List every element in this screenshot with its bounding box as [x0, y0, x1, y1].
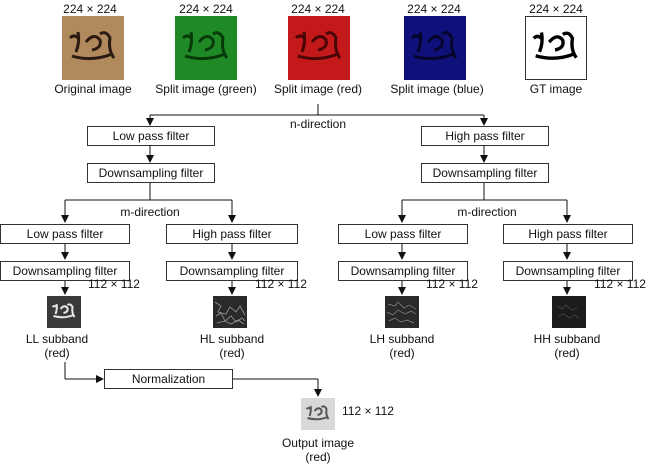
l2-hl-downsampling-filter: Downsampling filter: [166, 261, 298, 281]
hh-subband-image: [552, 296, 586, 328]
lh-subband-size: 112 × 112: [426, 277, 478, 291]
blue-split-image: [404, 16, 466, 80]
hh-subband-size: 112 × 112: [594, 277, 646, 291]
output-image: [301, 398, 335, 430]
m-direction-left-label: m-direction: [120, 205, 180, 219]
gt-size-label: 224 × 224: [529, 2, 583, 16]
lh-subband-image: [385, 296, 419, 328]
blue-size-label: 224 × 224: [407, 2, 461, 16]
ll-subband-label-sub: (red): [44, 346, 70, 360]
green-size-label: 224 × 224: [179, 2, 233, 16]
gt-image: [525, 16, 587, 80]
l1-low-pass-filter: Low pass filter: [87, 126, 215, 146]
original-image-label: Original image: [54, 82, 132, 96]
lh-subband-label: LH subband: [369, 332, 435, 346]
l2-left-high-pass-filter: High pass filter: [166, 224, 298, 244]
m-direction-right-label: m-direction: [457, 205, 517, 219]
l1-high-pass-filter: High pass filter: [421, 126, 549, 146]
ll-subband-image: [47, 296, 81, 328]
green-split-image: [175, 16, 237, 80]
l2-left-low-pass-filter: Low pass filter: [0, 224, 130, 244]
l1-left-downsampling-filter: Downsampling filter: [87, 163, 215, 183]
l2-hh-downsampling-filter: Downsampling filter: [503, 261, 633, 281]
hl-subband-size: 112 × 112: [255, 277, 307, 291]
l2-lh-downsampling-filter: Downsampling filter: [338, 261, 468, 281]
green-image-label: Split image (green): [155, 82, 257, 96]
original-size-label: 224 × 224: [63, 2, 117, 16]
ll-subband-label: LL subband: [25, 332, 89, 346]
red-size-label: 224 × 224: [291, 2, 345, 16]
hl-subband-label: HL subband: [199, 332, 265, 346]
red-image-label: Split image (red): [273, 82, 363, 96]
ll-subband-size: 112 × 112: [88, 277, 140, 291]
output-image-label-sub: (red): [305, 450, 331, 464]
red-split-image: [288, 16, 350, 80]
original-image: [62, 16, 124, 80]
hl-subband-label-sub: (red): [219, 346, 245, 360]
output-image-size: 112 × 112: [342, 404, 394, 418]
gt-image-label: GT image: [529, 82, 583, 96]
l2-right-high-pass-filter: High pass filter: [503, 224, 633, 244]
n-direction-label: n-direction: [289, 117, 347, 131]
lh-subband-label-sub: (red): [389, 346, 415, 360]
l2-right-low-pass-filter: Low pass filter: [338, 224, 468, 244]
normalization-box: Normalization: [104, 369, 233, 389]
blue-image-label: Split image (blue): [390, 82, 484, 96]
hh-subband-label: HH subband: [533, 332, 601, 346]
output-image-label: Output image: [281, 436, 355, 450]
l2-ll-downsampling-filter: Downsampling filter: [0, 261, 130, 281]
hl-subband-image: [213, 296, 247, 328]
l1-right-downsampling-filter: Downsampling filter: [421, 163, 549, 183]
hh-subband-label-sub: (red): [554, 346, 580, 360]
